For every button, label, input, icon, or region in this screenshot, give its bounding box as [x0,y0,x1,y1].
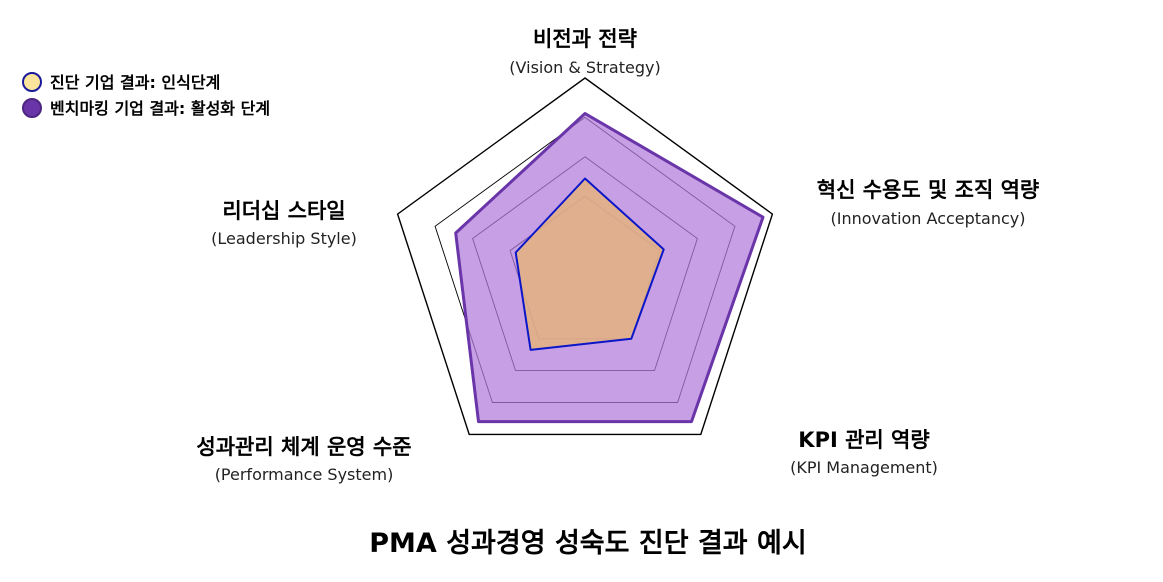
axis-label-performance: 성과관리 체계 운영 수준 [196,435,411,459]
axis-sublabel-performance: (Performance System) [215,465,394,484]
legend-label-benchmark: 벤치마킹 기업 결과: 활성화 단계 [50,99,270,118]
axis-label-kpi: KPI 관리 역량 [798,428,929,452]
axis-label-innovation: 혁신 수용도 및 조직 역량 [817,178,1039,202]
chart-caption: PMA 성과경영 성숙도 진단 결과 예시 [369,528,806,559]
axis-sublabel-innovation: (Innovation Acceptancy) [830,209,1025,228]
axis-sublabel-kpi: (KPI Management) [790,458,938,477]
legend-label-diagnosis: 진단 기업 결과: 인식단계 [50,73,220,92]
axis-sublabel-vision: (Vision & Strategy) [509,58,660,77]
legend-marker-benchmark [22,98,42,118]
axis-label-vision: 비전과 전략 [533,27,637,51]
radar-series [454,112,765,424]
axis-sublabel-leadership: (Leadership Style) [211,229,357,248]
legend-marker-diagnosis [22,72,42,92]
legend: 진단 기업 결과: 인식단계 벤치마킹 기업 결과: 활성화 단계 [22,72,270,118]
radar-ring-5 [396,77,774,436]
series-diagnosis-area [514,177,665,351]
axis-label-leadership: 리더십 스타일 [222,199,345,223]
